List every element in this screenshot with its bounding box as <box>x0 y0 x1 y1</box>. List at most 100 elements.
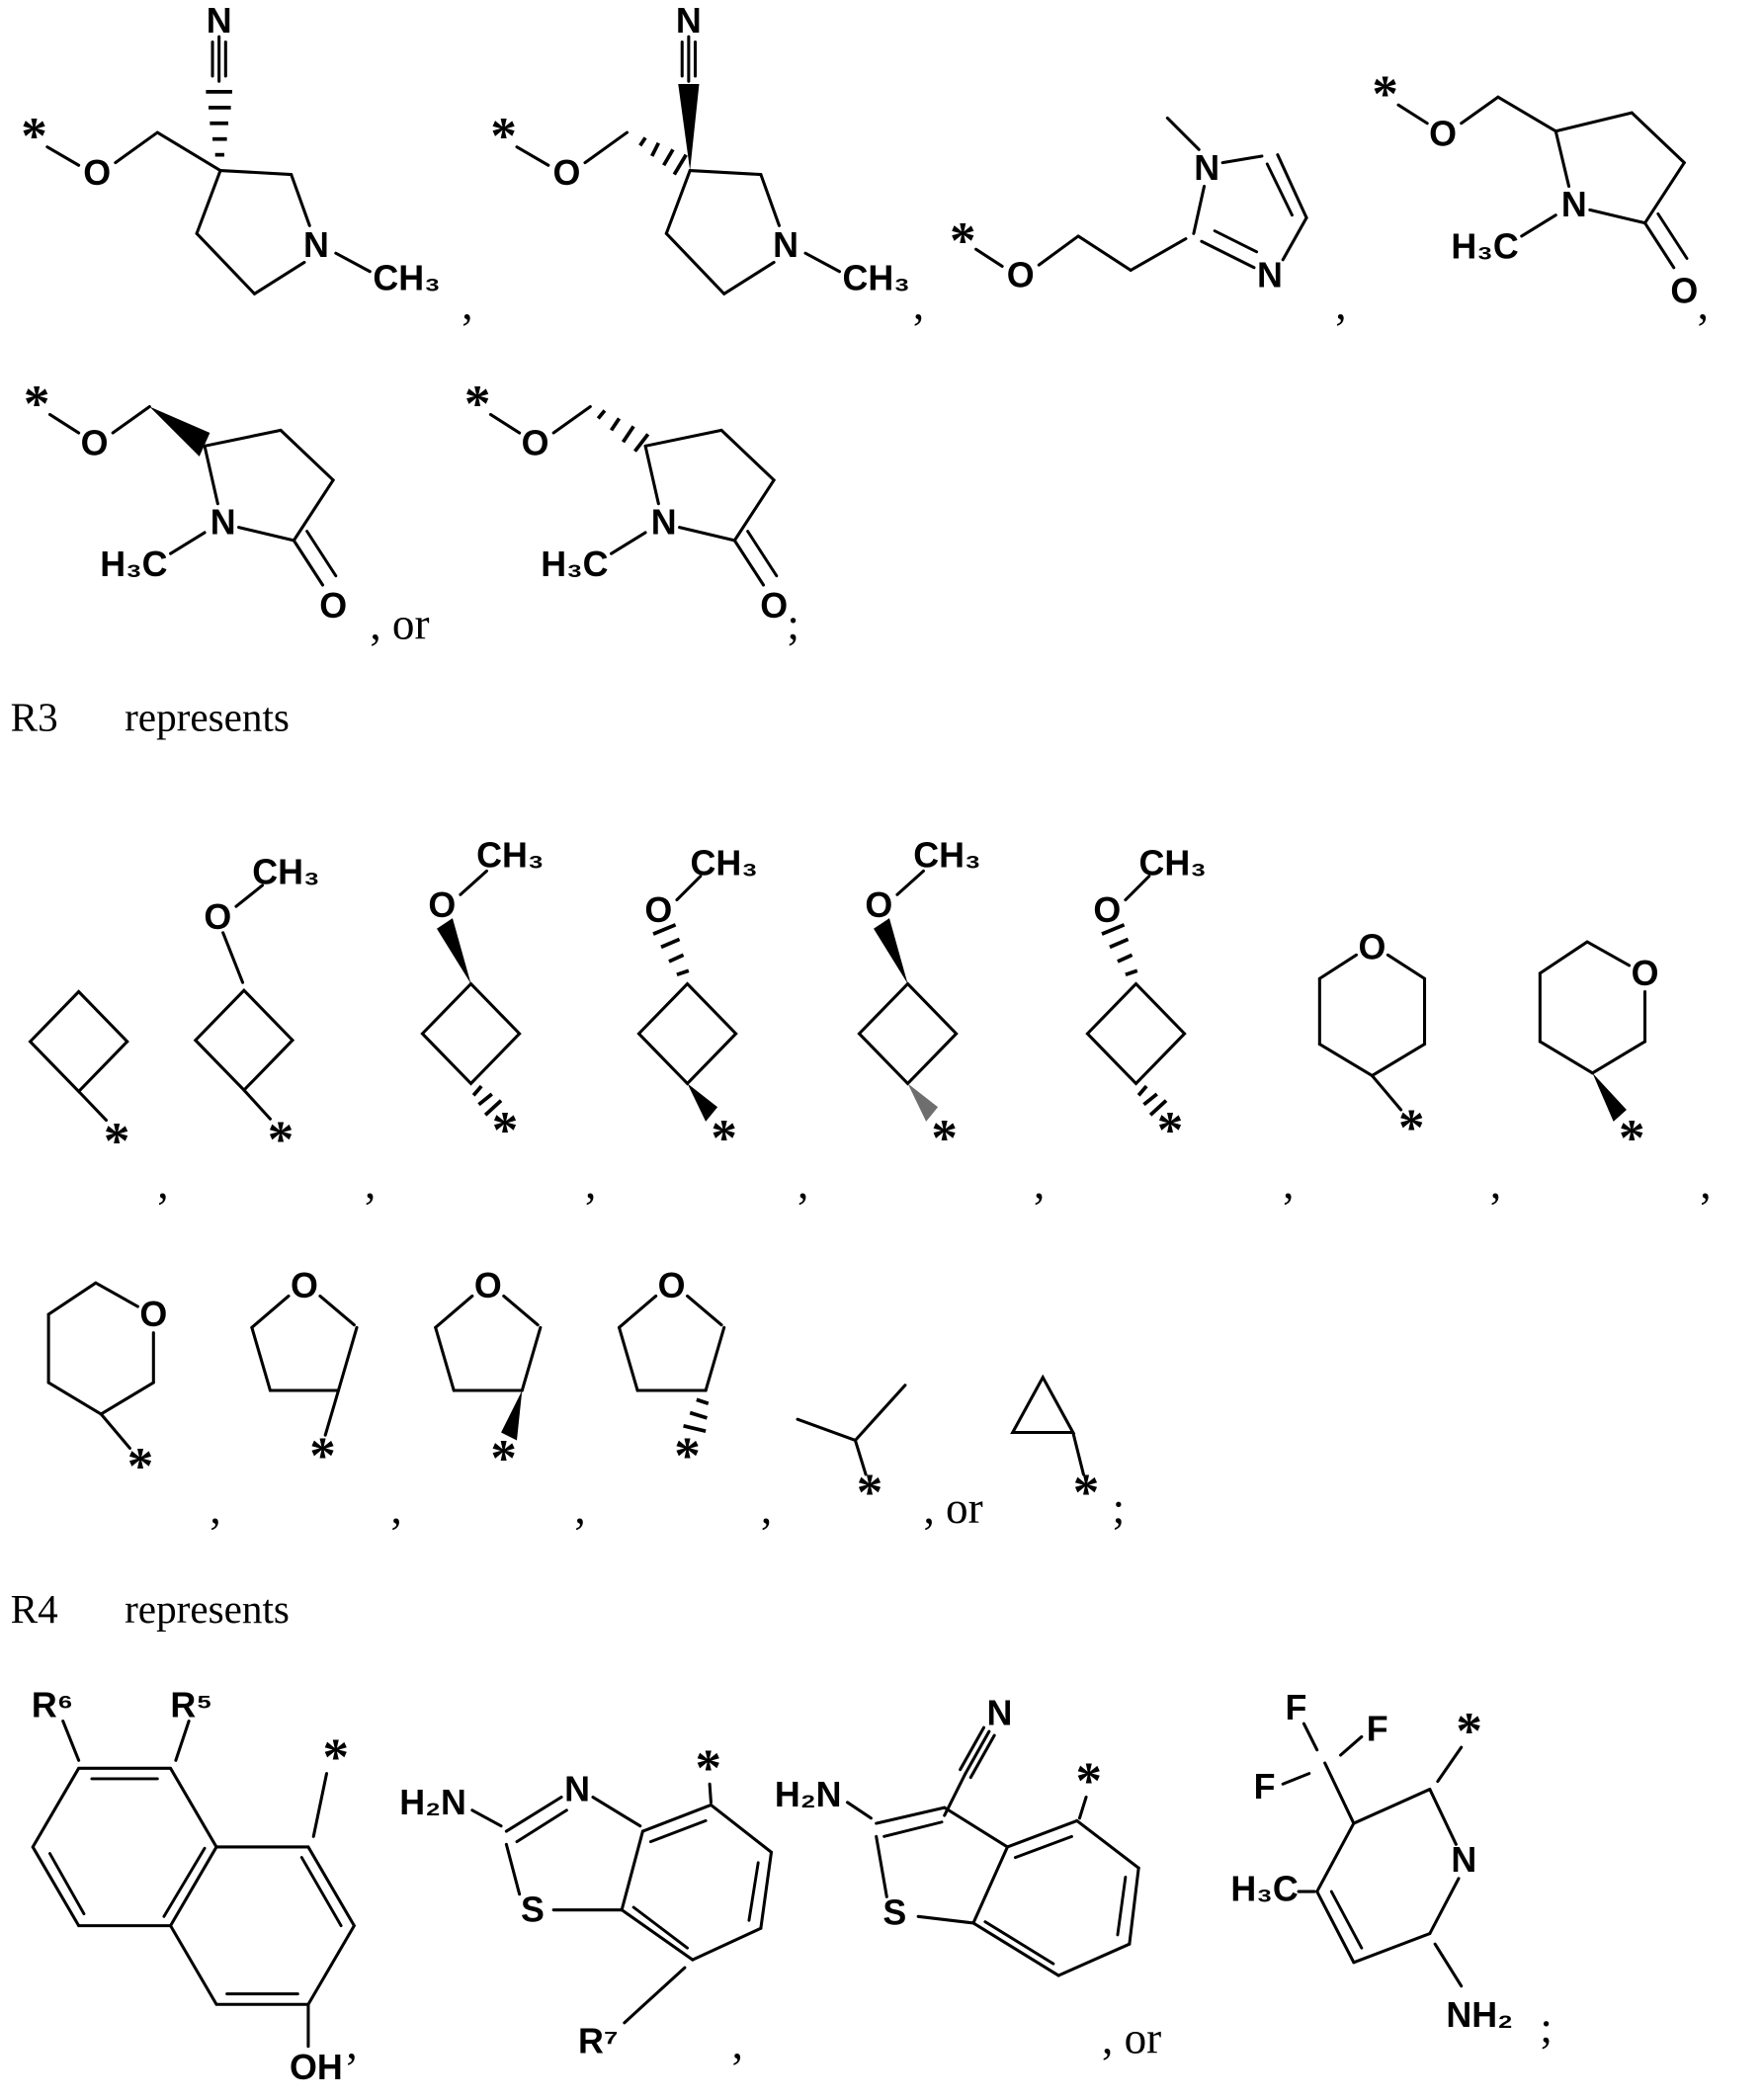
ether-oxygen: O <box>552 153 580 193</box>
ring-oxygen: O <box>1632 954 1659 993</box>
attachment-star: * <box>24 376 50 433</box>
ether-oxygen: O <box>83 153 111 193</box>
attachment-star: * <box>104 1113 130 1170</box>
attachment-star: * <box>1398 1100 1425 1157</box>
bonds <box>845 1725 1140 1977</box>
attachment-star: * <box>464 376 491 433</box>
comma: , <box>390 1484 402 1534</box>
semicolon: ; <box>1112 1484 1126 1534</box>
attachment-star: * <box>127 1438 154 1495</box>
amino-label: H₂N <box>399 1783 466 1822</box>
nitrile-nitrogen: N <box>207 1 232 41</box>
bonds <box>857 869 959 1122</box>
methoxy-oxygen: O <box>428 885 456 925</box>
bonds <box>31 1719 357 2049</box>
nitrile-nitrogen: N <box>676 1 702 41</box>
attachment-star: * <box>1157 1102 1184 1159</box>
ring-nitrogen: N <box>651 502 677 542</box>
bonds <box>1010 1374 1085 1476</box>
r5-substituent: R⁵ <box>170 1686 212 1725</box>
attachment-star: * <box>1456 1703 1482 1760</box>
structure-cyclopropyl: * <box>1010 1374 1099 1522</box>
attachment-star: * <box>309 1427 336 1484</box>
bonds <box>1317 953 1427 1112</box>
comma-or: , or <box>923 1484 983 1534</box>
attachment-star: * <box>950 212 976 270</box>
comma: , <box>585 1159 597 1209</box>
bonds <box>28 989 129 1123</box>
attachment-star: * <box>711 1110 737 1167</box>
structure-methylimidazole-ether: * O N N <box>950 116 1308 295</box>
attachment-star: * <box>490 1430 517 1487</box>
bonds <box>1538 940 1647 1122</box>
ring-nitrogen: N <box>1561 185 1587 224</box>
structure-methoxycyclobutyl-plain: CH₃ O * <box>193 853 320 1168</box>
comma: , <box>1489 1159 1502 1209</box>
bonds <box>617 1294 726 1433</box>
structure-aminobenzothiophene-nitrile: N H₂N S * <box>775 1694 1140 1977</box>
comma-or: , or <box>370 600 430 650</box>
comma: , <box>1283 1159 1295 1209</box>
bonds <box>796 1384 907 1476</box>
ring-nitrogen: N <box>303 225 329 265</box>
structure-naphthalenol: R⁶ R⁵ * OH <box>31 1686 357 2087</box>
attachment-star: * <box>696 1739 722 1797</box>
bonds <box>470 1782 774 2025</box>
thiophene-sulfur: S <box>882 1892 906 1932</box>
bonds <box>1281 1722 1464 1988</box>
carbonyl-oxygen: O <box>760 586 788 626</box>
structure-aminobenzothiazole: H₂N N S * R⁷ <box>399 1739 774 2060</box>
structure-methylpyrrolidinone-hash: * O N H₃C O <box>464 376 788 626</box>
fluorine-top: F <box>1286 1688 1307 1727</box>
comma: , <box>346 2020 358 2069</box>
imidazole-n1: N <box>1194 148 1219 188</box>
r6-substituent: R⁶ <box>32 1686 73 1725</box>
structure-methylpyrrolidinone-1: * O N H₃C O <box>1372 66 1698 311</box>
bonds <box>46 1281 155 1450</box>
attachment-star: * <box>931 1110 958 1167</box>
ring-nitrogen: N <box>773 225 798 265</box>
comma: , <box>760 1484 773 1534</box>
ether-oxygen: O <box>522 424 549 463</box>
methoxy-methyl: CH₃ <box>476 835 544 875</box>
ring-oxygen: O <box>139 1295 167 1334</box>
r4-heading-word: represents <box>125 1585 290 1633</box>
ring-oxygen: O <box>291 1266 318 1305</box>
n-methyl-label: H₃C <box>541 545 608 584</box>
attachment-star: * <box>674 1427 701 1484</box>
structure-methylpyrrolidinone-wedge: * O N H₃C O <box>24 376 347 626</box>
comma: , <box>1335 281 1347 330</box>
structure-methoxycyclobutyl-wedge-wedge: CH₃ O * <box>857 835 981 1167</box>
comma-or: , or <box>1101 2014 1162 2063</box>
n-methyl-label: H₃C <box>1451 227 1518 267</box>
comma: , <box>798 1159 809 1209</box>
bonds <box>1396 95 1689 270</box>
bonds <box>515 35 842 295</box>
comma: , <box>157 1159 169 1209</box>
ether-oxygen: O <box>1007 256 1035 295</box>
thiazole-sulfur: S <box>521 1890 545 1930</box>
bonds <box>193 883 295 1121</box>
comma: , <box>365 1159 377 1209</box>
structure-tetrahydrofuran-3-yl-hash: O * <box>617 1266 726 1484</box>
bonds <box>636 875 738 1122</box>
structure-cyanopyrrolidine-1: * O N N CH₃ <box>21 1 440 297</box>
bonds <box>488 404 779 587</box>
r3-heading-word: represents <box>125 694 290 740</box>
comma: , <box>1697 281 1709 330</box>
attachment-star: * <box>1073 1465 1100 1522</box>
r7-substituent: R⁷ <box>578 2021 619 2060</box>
r3-heading-label: R3 <box>10 694 58 740</box>
n-methyl-label: CH₃ <box>373 258 440 297</box>
attachment-star: * <box>1372 66 1398 124</box>
structure-methoxycyclobutyl-wedge-hash: CH₃ O * <box>420 835 545 1159</box>
bonds <box>420 869 522 1117</box>
ring-oxygen: O <box>474 1266 502 1305</box>
ring-oxygen: O <box>1359 927 1386 966</box>
bonds <box>434 1294 543 1441</box>
comma: , <box>912 281 925 330</box>
bonds <box>45 35 372 295</box>
bonds <box>1085 875 1187 1117</box>
nitrile-nitrogen: N <box>987 1694 1013 1733</box>
